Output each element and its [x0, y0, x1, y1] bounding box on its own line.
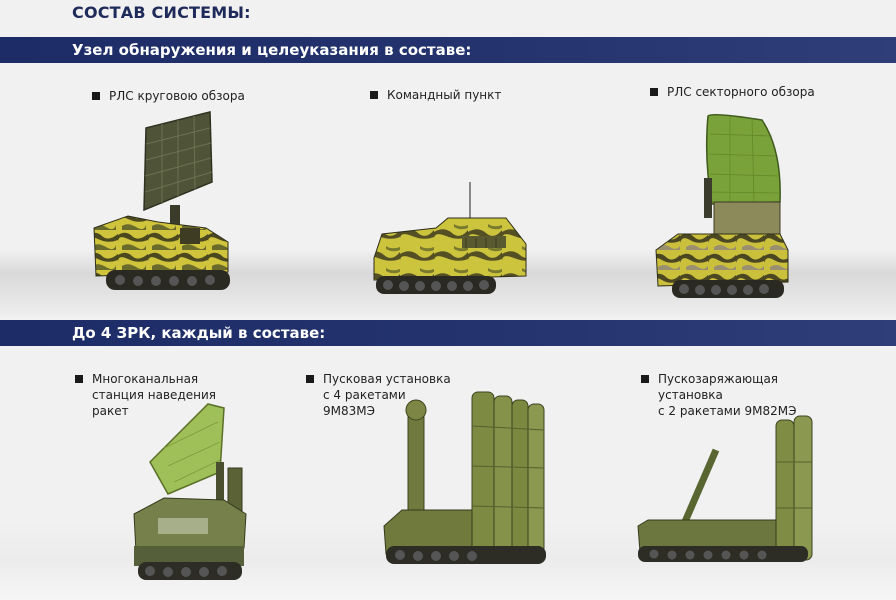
item-loader-launcher: Пускозаряжающая установка с 2 ракетами 9… [641, 371, 796, 419]
bullet-icon [75, 375, 83, 383]
loader-launcher-vehicle-image [636, 412, 821, 572]
bullet-icon [650, 88, 658, 96]
launcher-vehicle-image [382, 386, 557, 571]
page-title: СОСТАВ СИСТЕМЫ: [72, 3, 251, 22]
circular-radar-vehicle-image [88, 110, 238, 300]
item-command-post: Командный пункт [370, 87, 501, 103]
item-guidance-station: Многоканальная станция наведения ракет [75, 371, 216, 419]
section-header-sam: До 4 ЗРК, каждый в составе: [0, 320, 896, 346]
bullet-icon [92, 92, 100, 100]
item-circular-radar: РЛС круговою обзора [92, 88, 245, 104]
bullet-icon [370, 91, 378, 99]
item-launcher: Пусковая установка с 4 ракетами 9М83МЭ [306, 371, 451, 419]
guidance-station-vehicle-image [128, 402, 253, 587]
bullet-icon [641, 375, 649, 383]
sector-radar-vehicle-image [652, 110, 792, 305]
section-header-detection: Узел обнаружения и целеуказания в состав… [0, 37, 896, 63]
bullet-icon [306, 375, 314, 383]
command-post-vehicle-image [366, 180, 534, 300]
item-sector-radar: РЛС секторного обзора [650, 84, 815, 100]
